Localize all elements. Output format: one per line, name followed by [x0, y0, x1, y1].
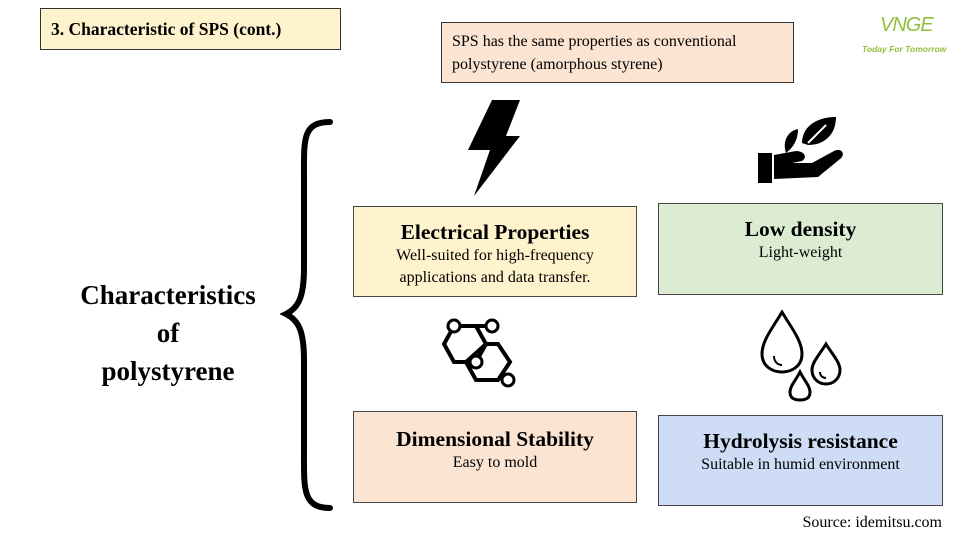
card-body-line-1: Light-weight: [758, 244, 843, 261]
curly-brace-icon: [280, 119, 333, 511]
card-title: Electrical Properties: [400, 220, 590, 244]
card-body-line-1: Suitable in humid environment: [701, 456, 900, 473]
molecule-icon: [441, 318, 516, 388]
logo: VNGE Today For Tomorrow: [858, 14, 950, 58]
card-title: Hydrolysis resistance: [703, 429, 898, 453]
logo-name: VNGE: [880, 14, 934, 36]
water-drops-icon: [760, 310, 842, 402]
card-body-line-2: applications and data transfer.: [399, 269, 591, 286]
section-title: 3. Characteristic of SPS (cont.): [40, 8, 341, 50]
main-title-line-1: Characteristics: [80, 280, 256, 310]
logo-tagline: Today For Tomorrow: [862, 44, 947, 54]
card-title: Dimensional Stability: [396, 427, 594, 451]
card-electrical-properties: Electrical Properties Well-suited for hi…: [353, 206, 637, 297]
card-title: Low density: [744, 217, 857, 241]
card-dimensional-stability: Dimensional Stability Easy to mold: [353, 411, 637, 503]
hand-leaf-icon: [758, 117, 843, 183]
source-citation: Source: idemitsu.com: [802, 514, 942, 531]
note-box: SPS has the same properties as conventio…: [441, 22, 794, 83]
card-body-line-1: Easy to mold: [452, 454, 538, 471]
main-title: Characteristics of polystyrene: [48, 276, 288, 390]
card-hydrolysis-resistance: Hydrolysis resistance Suitable in humid …: [658, 415, 943, 506]
card-body-line-1: Well-suited for high-frequency: [396, 247, 594, 264]
main-title-line-3: polystyrene: [101, 356, 235, 386]
card-low-density: Low density Light-weight: [658, 203, 943, 295]
lightning-icon: [468, 100, 520, 196]
main-title-line-2: of: [156, 318, 180, 348]
